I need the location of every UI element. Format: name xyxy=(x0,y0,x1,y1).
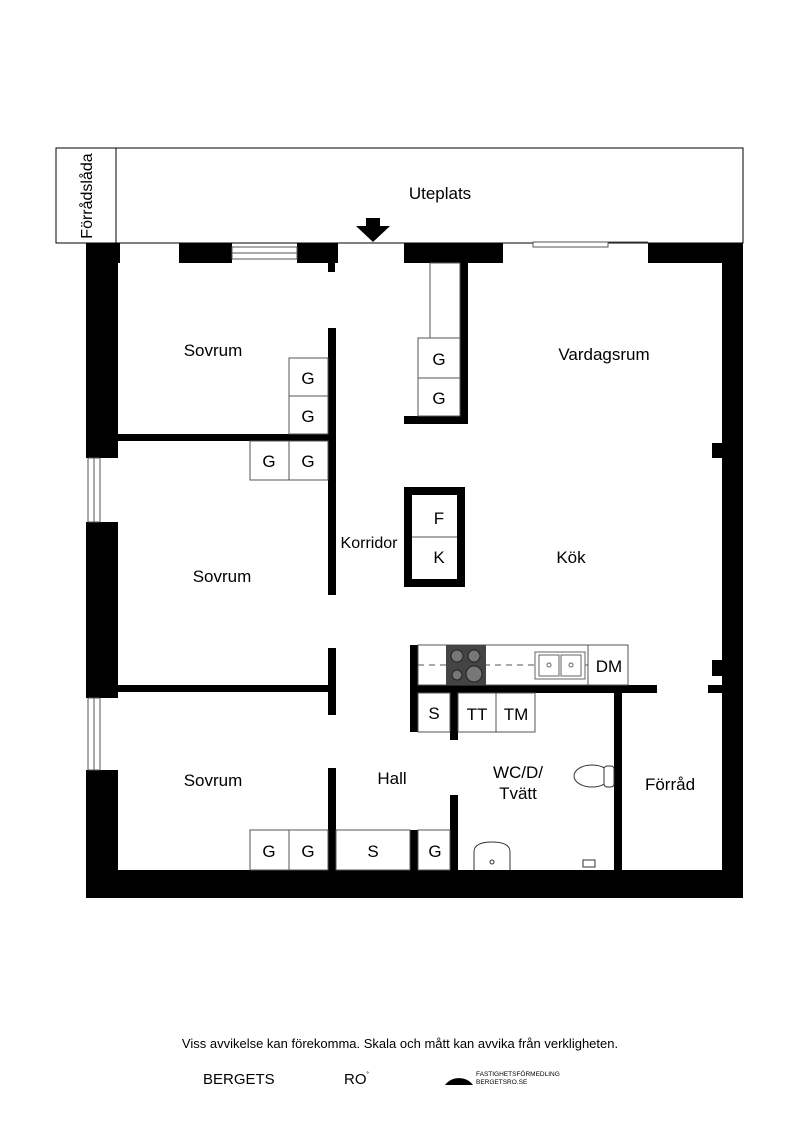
brand-mark: ˚ xyxy=(366,1071,370,1080)
fridge-label: F xyxy=(434,509,444,528)
floor-drain-icon xyxy=(582,859,596,868)
washer-label: TM xyxy=(504,705,529,724)
room-label-forrad: Förråd xyxy=(645,775,695,794)
freezer-label: K xyxy=(433,548,445,567)
wardrobe-label: G xyxy=(301,452,314,471)
room-label-sovrum-2: Sovrum xyxy=(193,567,252,586)
room-label-wc-2: Tvätt xyxy=(499,784,537,803)
room-label-sovrum-3: Sovrum xyxy=(184,771,243,790)
room-label-uteplats: Uteplats xyxy=(409,184,471,203)
wardrobe-label: G xyxy=(301,407,314,426)
wardrobe-label: G xyxy=(262,842,275,861)
room-label-korridor: Korridor xyxy=(341,535,399,552)
wardrobe-label: G xyxy=(301,369,314,388)
wardrobe-label: G xyxy=(432,389,445,408)
walls xyxy=(86,243,743,898)
brand-right-text: RO xyxy=(344,1071,367,1088)
agency-line-1: FASTIGHETSFÖRMEDLING xyxy=(476,1071,560,1078)
dishwasher-label: DM xyxy=(596,657,622,676)
windows xyxy=(87,241,648,771)
room-label-forradslada: Förrådslåda xyxy=(78,153,96,238)
wardrobe-label: G xyxy=(262,452,275,471)
uteplats-area xyxy=(55,147,744,244)
wardrobe-label: G xyxy=(432,350,445,369)
brand-left: BERGETS xyxy=(203,1071,275,1088)
room-label-kok: Kök xyxy=(556,548,586,567)
room-label-wc-1: WC/D/ xyxy=(493,763,543,782)
washbasin-icon xyxy=(473,841,511,870)
agency-line-2: BERGETSRO.SE xyxy=(476,1079,528,1086)
agency-logo-icon xyxy=(445,1078,473,1085)
disclaimer: Viss avvikelse kan förekomma. Skala och … xyxy=(181,1036,619,1051)
wardrobes: G G G G G G G G S G S TT TM xyxy=(249,262,536,871)
room-label-sovrum-1: Sovrum xyxy=(184,341,243,360)
stove-icon xyxy=(446,645,486,685)
wardrobe-label: G xyxy=(301,842,314,861)
wardrobe-label: G xyxy=(428,842,441,861)
room-label-vardagsrum: Vardagsrum xyxy=(558,345,649,364)
entrance-arrow-icon xyxy=(356,218,390,242)
storage-label: S xyxy=(428,704,439,723)
room-label-hall: Hall xyxy=(377,769,406,788)
dryer-label: TT xyxy=(467,705,488,724)
storage-label: S xyxy=(367,842,378,861)
sink-icon xyxy=(534,651,586,680)
toilet-icon xyxy=(573,764,615,788)
brand-right: RO˚ xyxy=(344,1071,369,1088)
